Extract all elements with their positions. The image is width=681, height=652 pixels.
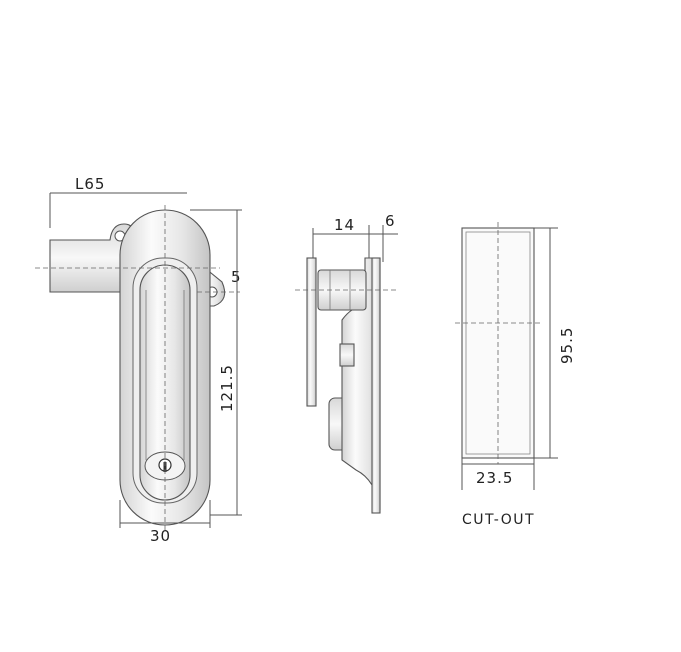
nut: [339, 343, 355, 367]
dim-l65-label: L65: [75, 175, 105, 193]
front-view: L65 5 121.5 30: [35, 175, 242, 545]
dim-width-label: 30: [150, 527, 171, 545]
dim-14-label: 14: [334, 216, 355, 234]
dim-cut-height-label: 95.5: [558, 327, 576, 364]
cutout-caption: CUT-OUT: [462, 512, 535, 528]
dim-cut-width-label: 23.5: [476, 469, 513, 487]
side-view: 14 6: [295, 212, 398, 514]
front-flange: [371, 257, 381, 514]
dim-height-label: 121.5: [218, 364, 236, 412]
cutout-view: 95.5 23.5 CUT-OUT: [455, 222, 576, 528]
back-plate: [306, 257, 317, 407]
dim-5-label: 5: [231, 268, 242, 286]
dim-6-label: 6: [385, 212, 396, 230]
cylinder: [317, 269, 367, 311]
